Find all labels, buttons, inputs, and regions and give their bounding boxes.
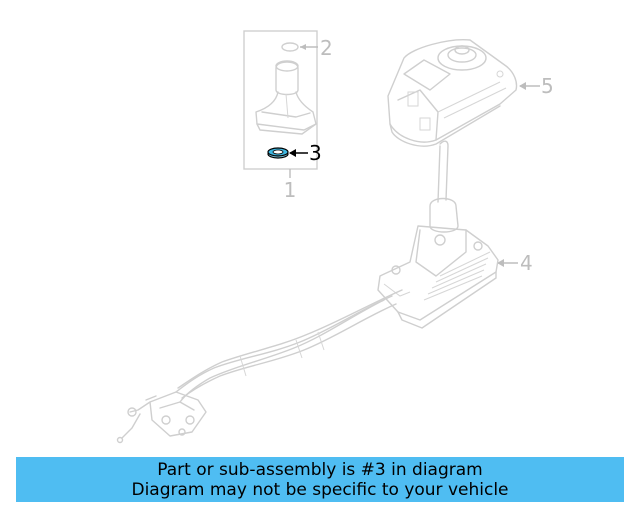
part-4-shifter-base [377, 140, 499, 329]
part-5-console-housing [387, 39, 518, 147]
part-2-ring [281, 42, 299, 52]
banner-line-2: Diagram may not be specific to your vehi… [131, 480, 509, 500]
info-banner: Part or sub-assembly is #3 in diagram Di… [16, 457, 624, 502]
cable-end-bracket [116, 391, 207, 444]
callout-2: 2 [320, 36, 333, 60]
shift-cables [175, 289, 403, 403]
banner-line-1: Part or sub-assembly is #3 in diagram [157, 460, 483, 480]
part-3-ring [267, 147, 289, 159]
callout-leaders [289, 44, 540, 267]
callout-5: 5 [541, 74, 554, 98]
callout-4: 4 [520, 251, 533, 275]
assembly-1-box [243, 30, 318, 170]
callout-3: 3 [309, 141, 322, 165]
callout-1: 1 [284, 178, 297, 202]
shift-knob-boot [255, 60, 317, 135]
